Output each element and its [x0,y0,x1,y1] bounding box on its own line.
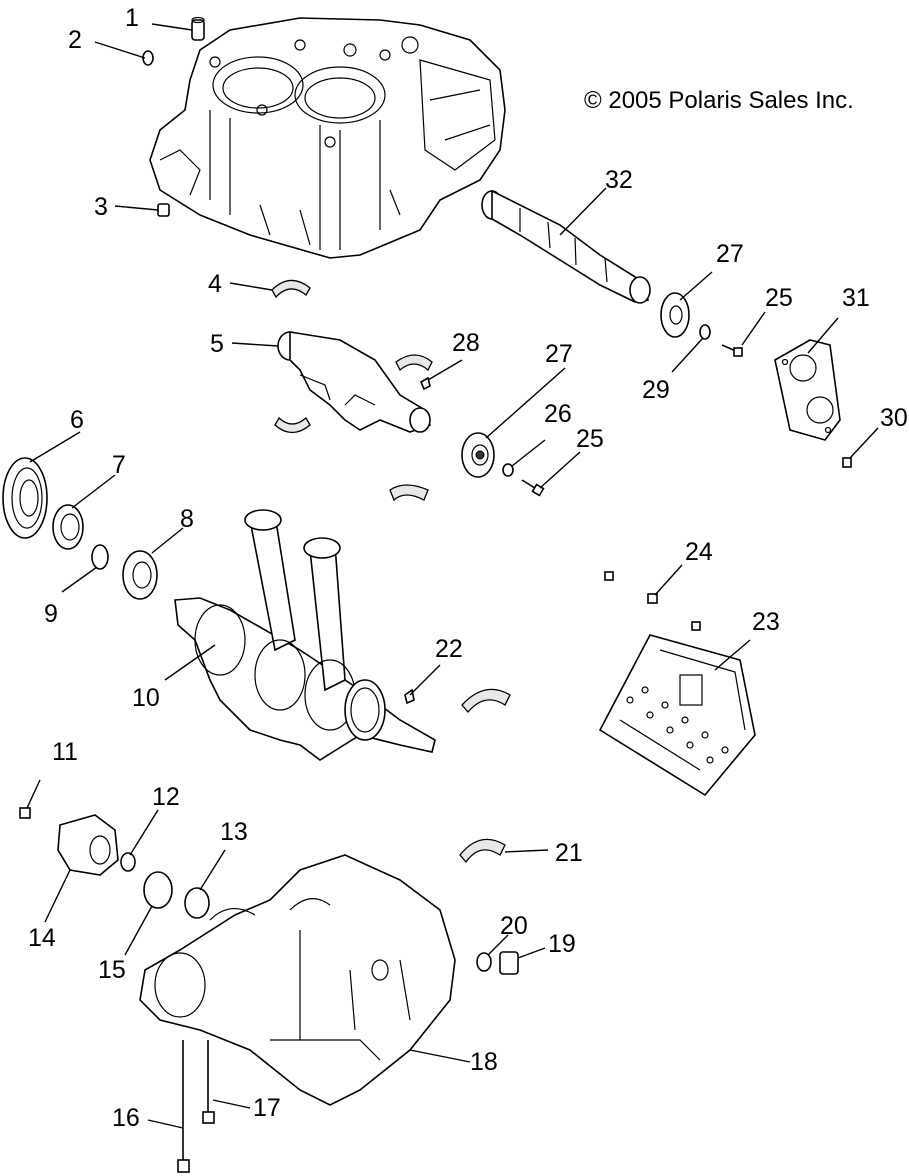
callout-11: 11 [52,738,78,766]
balance-shaft-part [277,331,432,433]
camshaft-part [481,189,651,304]
bearing-half-lower-part [274,416,311,434]
callout-27-lower: 27 [545,340,573,368]
callout-2: 2 [68,26,82,54]
bearing-half-4-part [271,279,311,299]
callout-31: 31 [842,284,870,312]
snap-ring-9-part [91,544,109,570]
callout-24: 24 [685,538,713,566]
bearing-half-21-part [459,838,506,864]
cover-plate-31-part [774,339,841,441]
callout-17: 17 [253,1094,281,1122]
bearing-half-near-22-part [461,688,511,714]
callout-20: 20 [500,912,528,940]
callout-25-upper: 25 [765,284,793,312]
callout-26: 26 [544,400,572,428]
callout-10: 10 [132,684,160,712]
callout-29: 29 [642,376,670,404]
callout-28: 28 [452,329,480,357]
callout-32: 32 [605,166,633,194]
callout-21: 21 [555,839,583,867]
callout-23: 23 [752,608,780,636]
callout-7: 7 [112,451,126,479]
callout-3: 3 [94,193,108,221]
callout-25-lower: 25 [576,425,604,453]
callout-5: 5 [210,330,224,358]
washer-29-part [699,324,711,340]
upper-crankcase [149,17,506,259]
lower-crankcase-part [139,854,456,1106]
callout-30: 30 [880,404,908,432]
o-ring-12-part [120,852,136,872]
callout-19: 19 [548,930,576,958]
screws-24-part [604,571,701,631]
plug-19-part [499,951,519,975]
oil-screen-23-part [598,634,756,797]
copyright-notice: © 2005 Polaris Sales Inc. [584,87,854,114]
bearing-half-mid-part [389,484,429,502]
bolt-25-upper-part [721,344,743,357]
crankshaft-part [174,509,436,761]
washer-20-part [476,952,492,972]
bolt-17-part [202,1040,215,1124]
callout-9: 9 [44,600,58,628]
callout-1: 1 [125,4,139,32]
callout-14: 14 [28,924,56,952]
callout-18: 18 [470,1048,498,1076]
callout-27-upper: 27 [716,240,744,268]
dowel-pin-part [191,16,205,41]
small-dowel-part [157,203,170,217]
seal-7-part [52,504,84,550]
callout-13: 13 [220,818,248,846]
seal-6-part [2,457,48,539]
washer-26-part [502,463,514,477]
gear-27-upper-part [660,292,690,338]
plug-15-part [143,871,173,909]
bolt-11-part [19,807,31,819]
leader-lines [26,23,879,1129]
woodruff-key-28-part [419,376,431,391]
callout-6: 6 [70,406,84,434]
screw-30-part [842,457,852,468]
callout-16: 16 [112,1104,140,1132]
snap-ring-13-part [184,887,210,919]
callout-12: 12 [152,783,180,811]
callout-15: 15 [98,956,126,984]
pump-14-part [57,814,119,876]
callout-4: 4 [208,270,222,298]
callout-22: 22 [435,635,463,663]
bolt-16-part [177,1040,190,1173]
callout-8: 8 [180,505,194,533]
bearing-half-upper-part [395,354,433,372]
bearing-8-part [122,550,158,600]
gear-27-lower-part [461,432,495,478]
callout-numbers: 1 2 3 4 5 6 7 8 9 10 28 27 26 25 32 27 2… [28,4,908,1132]
